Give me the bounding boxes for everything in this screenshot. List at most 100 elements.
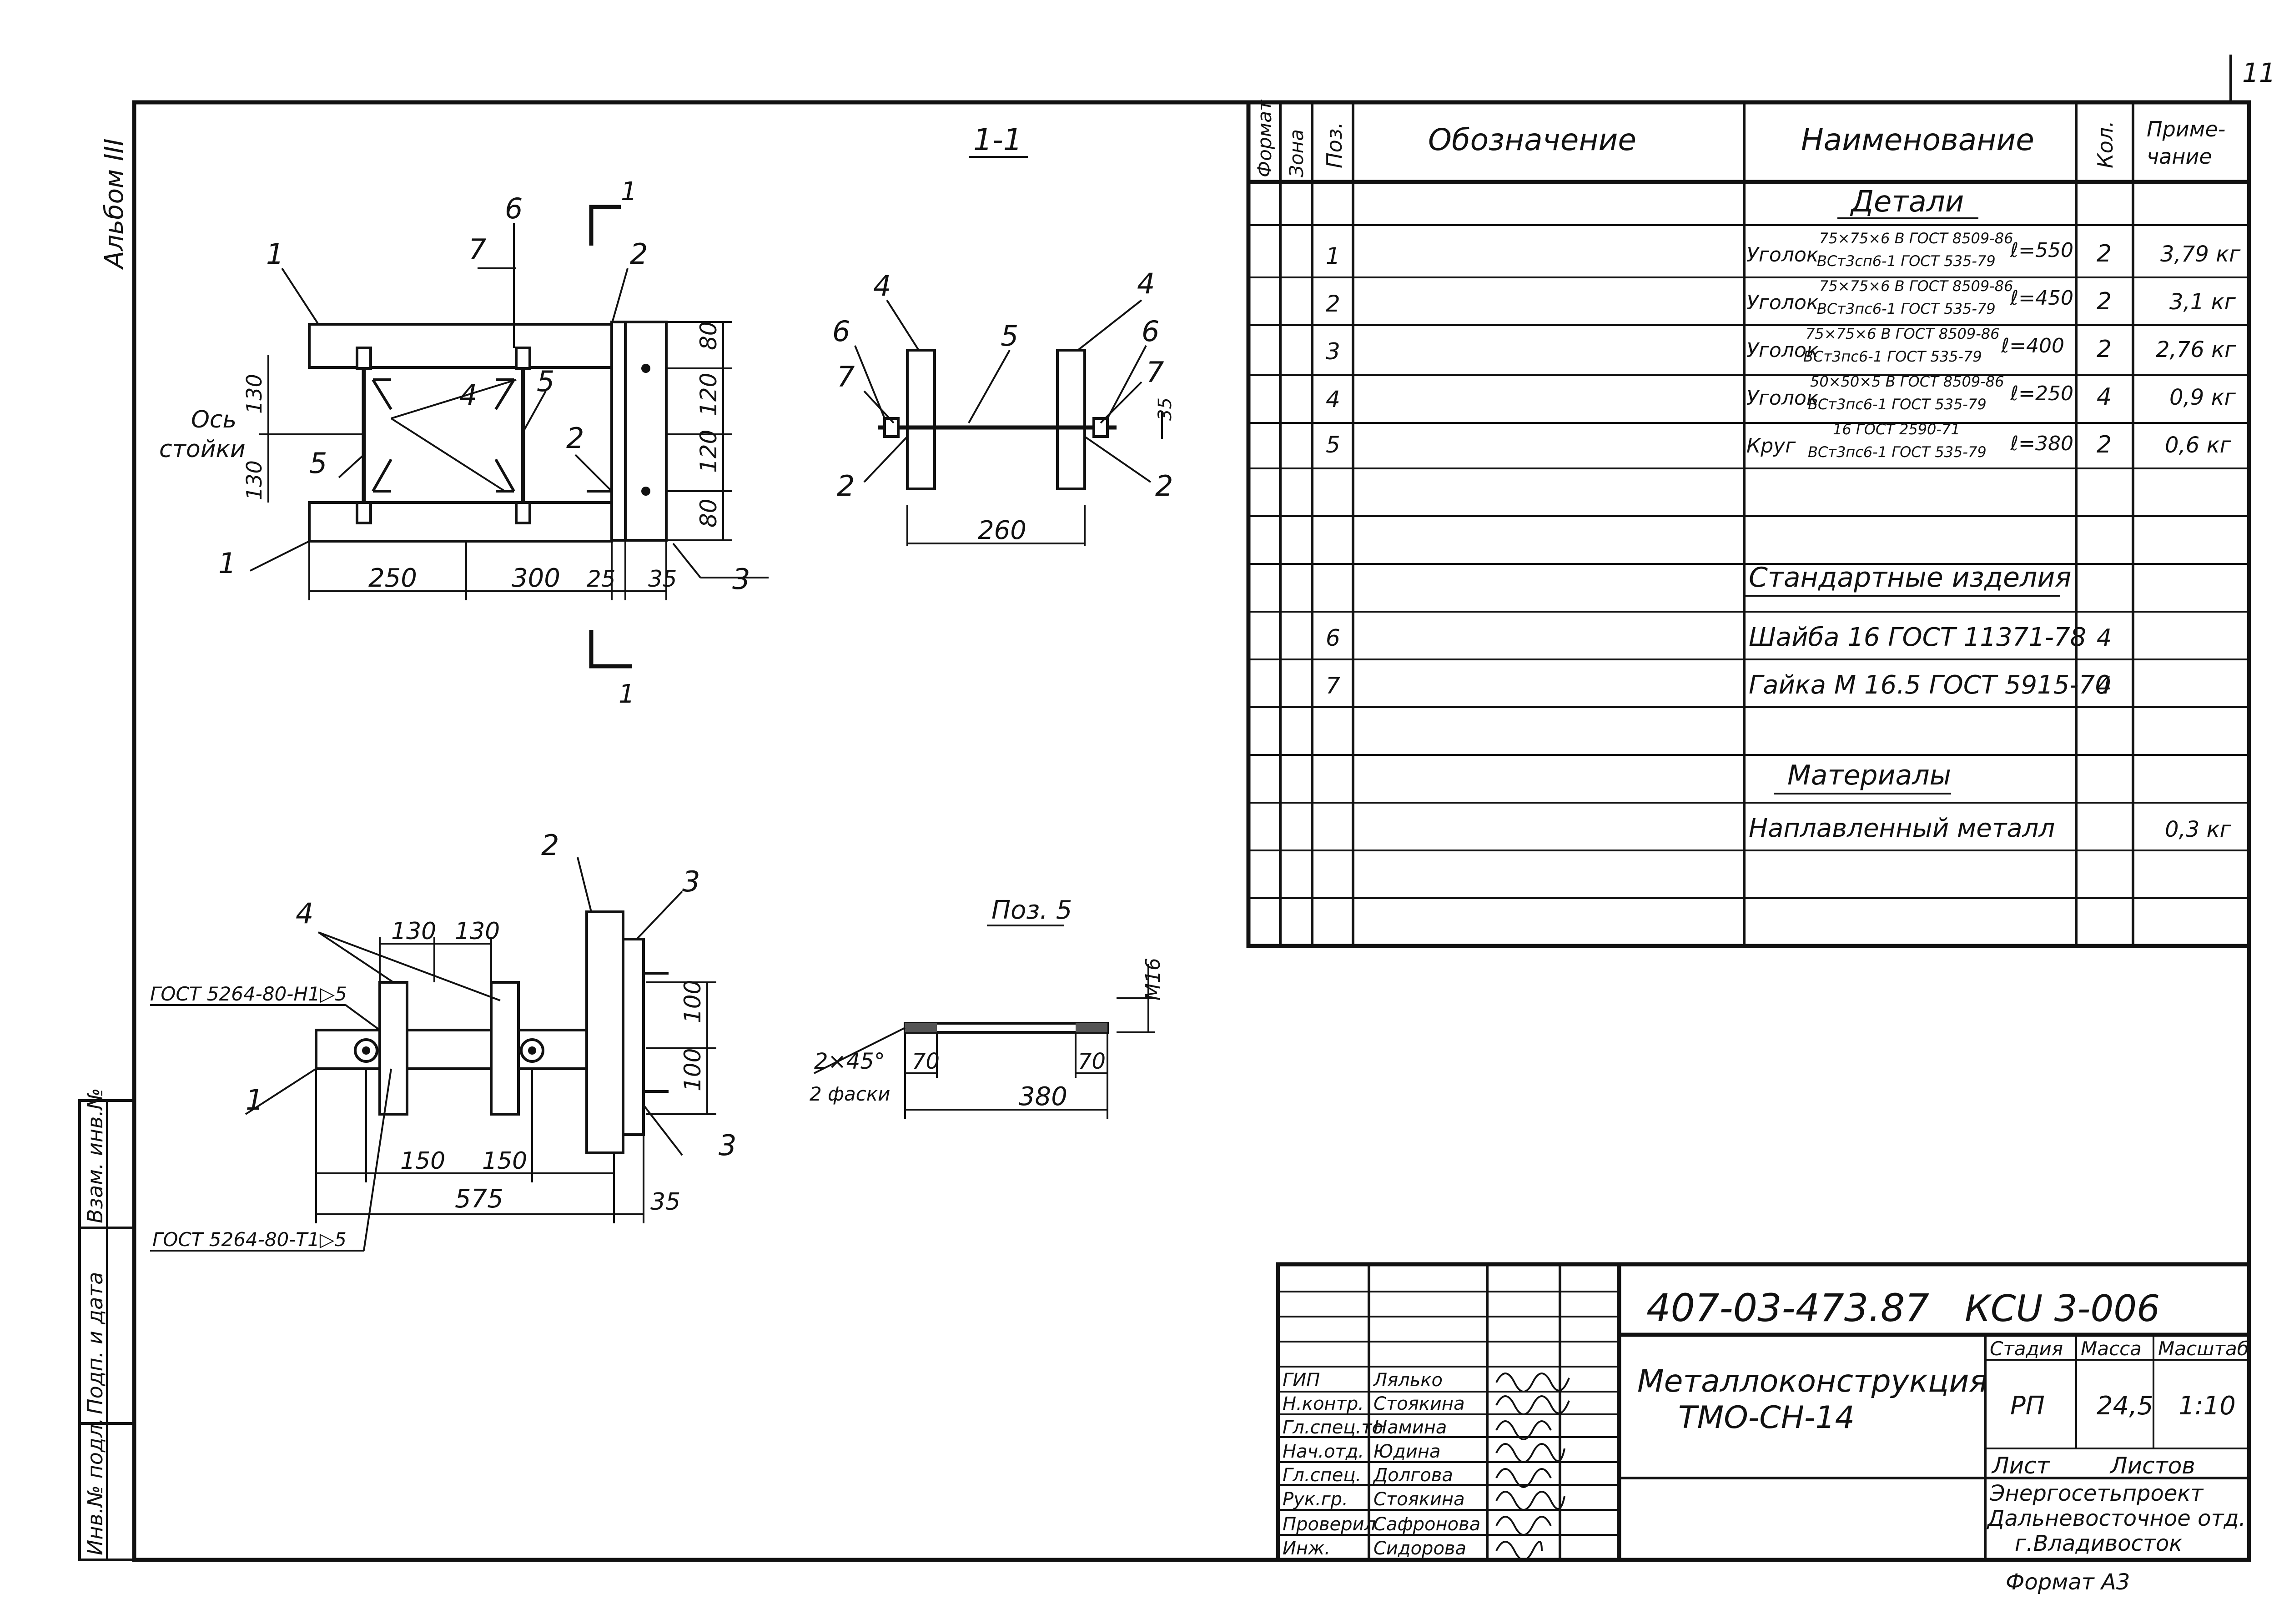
svg-text:2: 2 (2097, 431, 2112, 458)
side-view: 260 35 4 4 5 6 6 7 7 2 2 (832, 267, 1176, 546)
svg-text:130: 130 (242, 460, 267, 500)
svg-text:260: 260 (978, 516, 1026, 545)
weld-note-top: ГОСТ 5264-80-Н1▷5 (150, 983, 347, 1005)
svg-text:2: 2 (2097, 288, 2112, 315)
svg-text:0,3 кг: 0,3 кг (2165, 817, 2232, 842)
svg-text:5: 5 (1326, 432, 1340, 458)
svg-text:Сафронова: Сафронова (1373, 1514, 1480, 1535)
svg-text:Уголок: Уголок (1746, 243, 1819, 266)
angle-pos3-plan (622, 938, 645, 1136)
svg-text:ℓ=450: ℓ=450 (2010, 287, 2073, 310)
svg-text:24,5: 24,5 (2097, 1391, 2153, 1421)
section-1-1-view: 1-1 1 1 (159, 122, 1028, 709)
svg-text:80: 80 (695, 498, 722, 528)
svg-text:Материалы: Материалы (1787, 759, 1951, 791)
svg-text:25: 25 (587, 566, 616, 592)
svg-text:Наименование: Наименование (1801, 122, 2034, 157)
svg-text:1: 1 (1326, 243, 1340, 269)
svg-text:16 ГОСТ 2590-71: 16 ГОСТ 2590-71 (1833, 421, 1960, 438)
svg-text:Дальневосточное отд.: Дальневосточное отд. (1987, 1506, 2246, 1531)
svg-text:75×75×6 В ГОСТ 8509-86: 75×75×6 В ГОСТ 8509-86 (1819, 277, 2013, 295)
svg-text:2: 2 (2097, 336, 2112, 363)
svg-text:300: 300 (512, 563, 560, 593)
angle-pos2-plan (585, 910, 624, 1154)
svg-text:Проверил: Проверил (1283, 1514, 1376, 1535)
svg-text:0,9 кг: 0,9 кг (2169, 385, 2236, 410)
svg-text:7: 7 (1326, 673, 1340, 699)
svg-text:Масштаб: Масштаб (2158, 1337, 2249, 1360)
svg-text:70: 70 (1078, 1049, 1106, 1074)
svg-text:3: 3 (732, 563, 750, 596)
svg-text:150: 150 (482, 1147, 527, 1175)
svg-text:1: 1 (266, 237, 284, 271)
svg-text:100: 100 (679, 980, 706, 1023)
plan-view: 130 130 100 100 150 150 575 35 ГОСТ 5264… (150, 829, 736, 1252)
svg-text:380: 380 (1019, 1082, 1067, 1111)
svg-text:Рук.гр.: Рук.гр. (1283, 1489, 1348, 1510)
svg-text:130: 130 (242, 374, 267, 414)
svg-text:Инж.: Инж. (1283, 1538, 1330, 1559)
svg-text:35: 35 (650, 1188, 680, 1216)
svg-text:1: 1 (621, 177, 637, 206)
svg-text:Долгова: Долгова (1373, 1465, 1453, 1486)
svg-text:4: 4 (459, 378, 477, 412)
svg-text:2: 2 (837, 469, 855, 503)
svg-text:2,76 кг: 2,76 кг (2156, 337, 2236, 362)
svg-text:г.Владивосток: г.Владивосток (2015, 1531, 2182, 1556)
cut-mark-top (589, 205, 621, 246)
svg-text:4: 4 (873, 269, 891, 302)
svg-text:5: 5 (537, 365, 554, 398)
svg-text:Стадия: Стадия (1990, 1337, 2063, 1360)
angle-pos4-a (378, 981, 408, 1116)
svg-text:2 фаски: 2 фаски (810, 1083, 890, 1105)
svg-text:120: 120 (695, 430, 722, 473)
svg-text:1: 1 (246, 1083, 263, 1116)
svg-text:2: 2 (1155, 469, 1173, 503)
angle-pos1-bottom (308, 501, 613, 543)
svg-text:1: 1 (619, 679, 635, 709)
svg-text:Юдина: Юдина (1373, 1441, 1441, 1462)
svg-text:130: 130 (455, 918, 500, 945)
svg-text:6: 6 (1326, 625, 1340, 651)
svg-text:Намина: Намина (1373, 1417, 1447, 1438)
section-title: 1-1 (973, 122, 1022, 157)
svg-text:ВСт3сп6-1 ГОСТ 535-79: ВСт3сп6-1 ГОСТ 535-79 (1817, 252, 1996, 270)
svg-text:Масса: Масса (2081, 1337, 2142, 1360)
svg-text:стойки: стойки (159, 436, 246, 463)
doc-title-2: ТМО-СН-14 (1678, 1400, 1855, 1436)
svg-text:Энергосетьпроект: Энергосетьпроект (1989, 1481, 2204, 1506)
svg-text:ℓ=380: ℓ=380 (2010, 432, 2073, 455)
svg-text:Уголок: Уголок (1746, 387, 1819, 410)
svg-text:7: 7 (1146, 356, 1164, 389)
pos5-detail: Поз. 5 M16 70 70 380 2×45° 2 фаски (810, 895, 1165, 1119)
svg-text:50×50×5 В ГОСТ 8509-86: 50×50×5 В ГОСТ 8509-86 (1810, 373, 2004, 390)
svg-text:4: 4 (2097, 672, 2112, 699)
svg-text:35: 35 (1155, 397, 1176, 421)
svg-text:575: 575 (455, 1184, 503, 1214)
angle-right (1056, 349, 1086, 490)
svg-text:5: 5 (1001, 319, 1018, 352)
svg-text:Зона: Зона (1285, 129, 1308, 177)
svg-text:3: 3 (719, 1129, 736, 1162)
svg-text:7: 7 (468, 233, 486, 266)
svg-text:Кол.: Кол. (2093, 121, 2118, 168)
svg-text:35: 35 (648, 566, 677, 592)
svg-text:3: 3 (682, 865, 700, 898)
page-number: 118 (2242, 57, 2274, 88)
inv-podl-label: Инв.№ подл. (83, 1418, 107, 1555)
svg-text:1: 1 (218, 547, 236, 580)
svg-text:Уголок: Уголок (1746, 291, 1819, 314)
svg-text:ℓ=400: ℓ=400 (2001, 334, 2064, 357)
doc-code: 407-03-473.87 (1646, 1286, 1929, 1330)
svg-text:70: 70 (912, 1049, 940, 1074)
svg-text:Формат: Формат (1253, 99, 1276, 177)
signatures (1495, 1373, 1570, 1561)
angle-pos1-plan (315, 1029, 615, 1070)
svg-text:Нач.отд.: Нач.отд. (1283, 1441, 1364, 1462)
svg-text:250: 250 (368, 563, 417, 593)
svg-text:6: 6 (1142, 315, 1159, 348)
svg-text:4: 4 (2097, 383, 2112, 411)
svg-text:Стоякина: Стоякина (1373, 1489, 1465, 1510)
cut-mark-bottom (589, 630, 632, 669)
